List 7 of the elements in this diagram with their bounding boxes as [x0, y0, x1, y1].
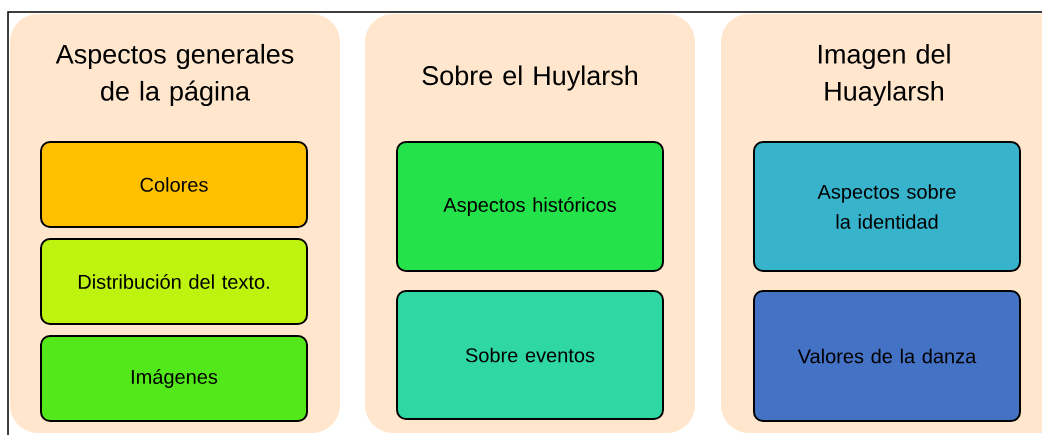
- category-box: Imágenes: [40, 335, 308, 422]
- category-box: Distribución del texto.: [40, 238, 308, 325]
- category-box: Aspectos históricos: [396, 141, 664, 272]
- category-box: Valores de la danza: [753, 290, 1021, 422]
- category-box: Aspectos sobre la identidad: [753, 141, 1021, 272]
- category-box: Sobre eventos: [396, 290, 664, 420]
- category-box: Colores: [40, 141, 308, 228]
